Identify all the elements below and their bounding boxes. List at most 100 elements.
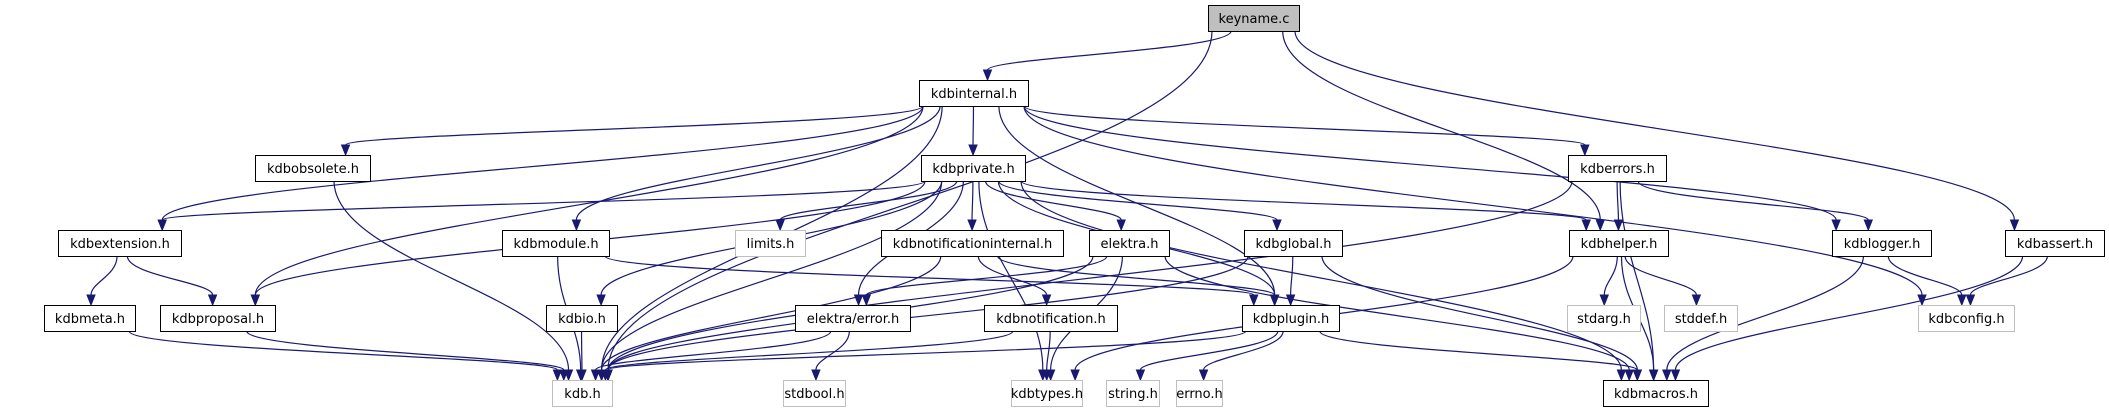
node-kdblogger[interactable]: kdblogger.h <box>1832 230 1932 257</box>
edge-line <box>594 330 832 371</box>
arrowhead-icon <box>1580 144 1590 157</box>
node-box <box>1089 230 1170 257</box>
arrowhead-icon <box>1595 219 1605 232</box>
node-kdbinternal[interactable]: kdbinternal.h <box>919 80 1029 107</box>
edge-line <box>1603 255 1618 296</box>
node-kdbprivate[interactable]: kdbprivate.h <box>921 155 1026 182</box>
edge-line <box>1637 180 1869 221</box>
node-kdbhelper[interactable]: kdbhelper.h <box>1569 230 1669 257</box>
edge-line <box>607 180 1573 371</box>
node-kdbmacros[interactable]: kdbmacros.h <box>1603 380 1709 407</box>
edge-kdberrors-to-kdblogger <box>1637 180 1874 232</box>
edge-line <box>126 255 214 296</box>
node-label: kdbmeta.h <box>55 312 125 327</box>
node-label: stdbool.h <box>784 387 844 402</box>
node-label: kdb.h <box>564 387 600 402</box>
arrowhead-icon <box>1285 294 1296 307</box>
node-label: kdbhelper.h <box>1581 237 1658 252</box>
node-label: errno.h <box>1176 387 1223 402</box>
node-label: kdberrors.h <box>1580 162 1655 177</box>
node-elektra-error[interactable]: elektra/error.h <box>795 305 911 332</box>
node-kdbplugin[interactable]: kdbplugin.h <box>1242 305 1340 332</box>
node-kdbmeta[interactable]: kdbmeta.h <box>44 305 136 332</box>
node-kdbio[interactable]: kdbio.h <box>546 305 618 332</box>
node-kdbproposal[interactable]: kdbproposal.h <box>160 305 276 332</box>
edge-kdblogger-to-kdbmacros <box>1662 255 1865 382</box>
edge-line <box>1674 255 2024 371</box>
node-label: kdbconfig.h <box>1928 312 2004 327</box>
arrowhead-icon <box>1957 294 1967 307</box>
arrowhead-icon <box>596 294 606 307</box>
node-elektra[interactable]: elektra.h <box>1089 230 1170 257</box>
node-label: kdbassert.h <box>2017 237 2093 252</box>
node-label: keyname.c <box>1219 12 1290 27</box>
arrowhead-icon <box>340 144 351 157</box>
edge-kdbplugin-to-string <box>1135 330 1279 382</box>
edge-line <box>1666 255 1865 371</box>
arrowhead-icon <box>207 294 218 307</box>
edge-kdbprivate-to-kdb <box>596 180 943 382</box>
arrowhead-icon <box>1616 369 1627 382</box>
node-kdbmodule[interactable]: kdbmodule.h <box>502 230 610 257</box>
arrowhead-icon <box>1249 294 1259 307</box>
edge-kdbprivate-to-kdbglobal <box>998 180 1282 232</box>
edge-line <box>815 330 851 371</box>
edge-line <box>333 180 570 371</box>
node-box <box>921 155 1026 182</box>
edge-line <box>1164 255 1630 371</box>
node-keyname-c[interactable]: keyname.c <box>1208 5 1300 32</box>
node-box <box>735 230 806 257</box>
edge-keyname_c-to-kdbassert <box>1294 30 2020 232</box>
arrowhead-icon <box>157 219 167 232</box>
node-kdbnotificationinternal[interactable]: kdbnotificationinternal.h <box>881 230 1064 257</box>
arrowhead-icon <box>1272 219 1282 232</box>
edge-line <box>971 180 974 221</box>
arrowhead-icon <box>1965 294 1976 307</box>
edge-kdbnotification-to-kdbtypes <box>1041 330 1052 382</box>
node-box <box>1244 230 1343 257</box>
edge-line <box>1619 180 1655 371</box>
node-label: kdbextension.h <box>70 237 170 252</box>
arrowhead-icon <box>811 369 821 382</box>
node-errno: errno.h <box>1176 380 1223 407</box>
edge-line <box>1294 30 2016 221</box>
edge-kdbnotificationinternal-to-kdbplugin <box>996 255 1280 307</box>
arrowhead-icon <box>577 369 587 382</box>
edge-line <box>607 255 1249 371</box>
node-box <box>44 305 136 332</box>
node-stdarg: stdarg.h <box>1567 305 1641 332</box>
arrowhead-icon <box>552 369 563 382</box>
edge-kdbinternal-to-kdblogger <box>1023 105 1841 232</box>
edge-kdberrors-to-kdb <box>603 180 1573 382</box>
node-kdberrors[interactable]: kdberrors.h <box>1568 155 1667 182</box>
node-label: string.h <box>1108 387 1158 402</box>
edge-elektra_error-to-stdbool <box>811 330 851 382</box>
edge-line <box>600 255 942 371</box>
node-kdbextension[interactable]: kdbextension.h <box>58 230 182 257</box>
edge-line <box>575 105 941 221</box>
edge-kdbprivate-to-kdbhelper <box>1020 180 1591 232</box>
edge-kdbassert-to-kdbconfig <box>1965 255 2049 307</box>
node-label: kdbprivate.h <box>932 162 1014 177</box>
node-box <box>984 305 1118 332</box>
node-label: elektra/error.h <box>807 312 900 327</box>
node-kdbnotification[interactable]: kdbnotification.h <box>984 305 1118 332</box>
node-box <box>1832 230 1932 257</box>
edge-line <box>90 255 118 296</box>
arrowhead-icon <box>1135 369 1146 382</box>
node-kdbobsolete[interactable]: kdbobsolete.h <box>255 155 371 182</box>
arrowhead-icon <box>603 369 613 382</box>
edge-kdbprivate-to-kdbextension <box>157 180 926 232</box>
arrowhead-icon <box>1831 219 1841 232</box>
arrowhead-icon <box>1691 294 1702 307</box>
node-kdbglobal[interactable]: kdbglobal.h <box>1244 230 1343 257</box>
node-kdbassert[interactable]: kdbassert.h <box>2005 230 2105 257</box>
edge-kdbplugin-to-errno <box>1198 330 1284 382</box>
arrowhead-icon <box>1269 294 1280 307</box>
edge-line <box>161 105 924 221</box>
arrowhead-icon <box>2009 219 2020 232</box>
edge-kdbhelper-to-stddef <box>1624 255 1702 307</box>
edge-line <box>604 330 1014 371</box>
node-box <box>881 230 1064 257</box>
edge-keyname_c-to-kdbinternal <box>982 30 1232 82</box>
